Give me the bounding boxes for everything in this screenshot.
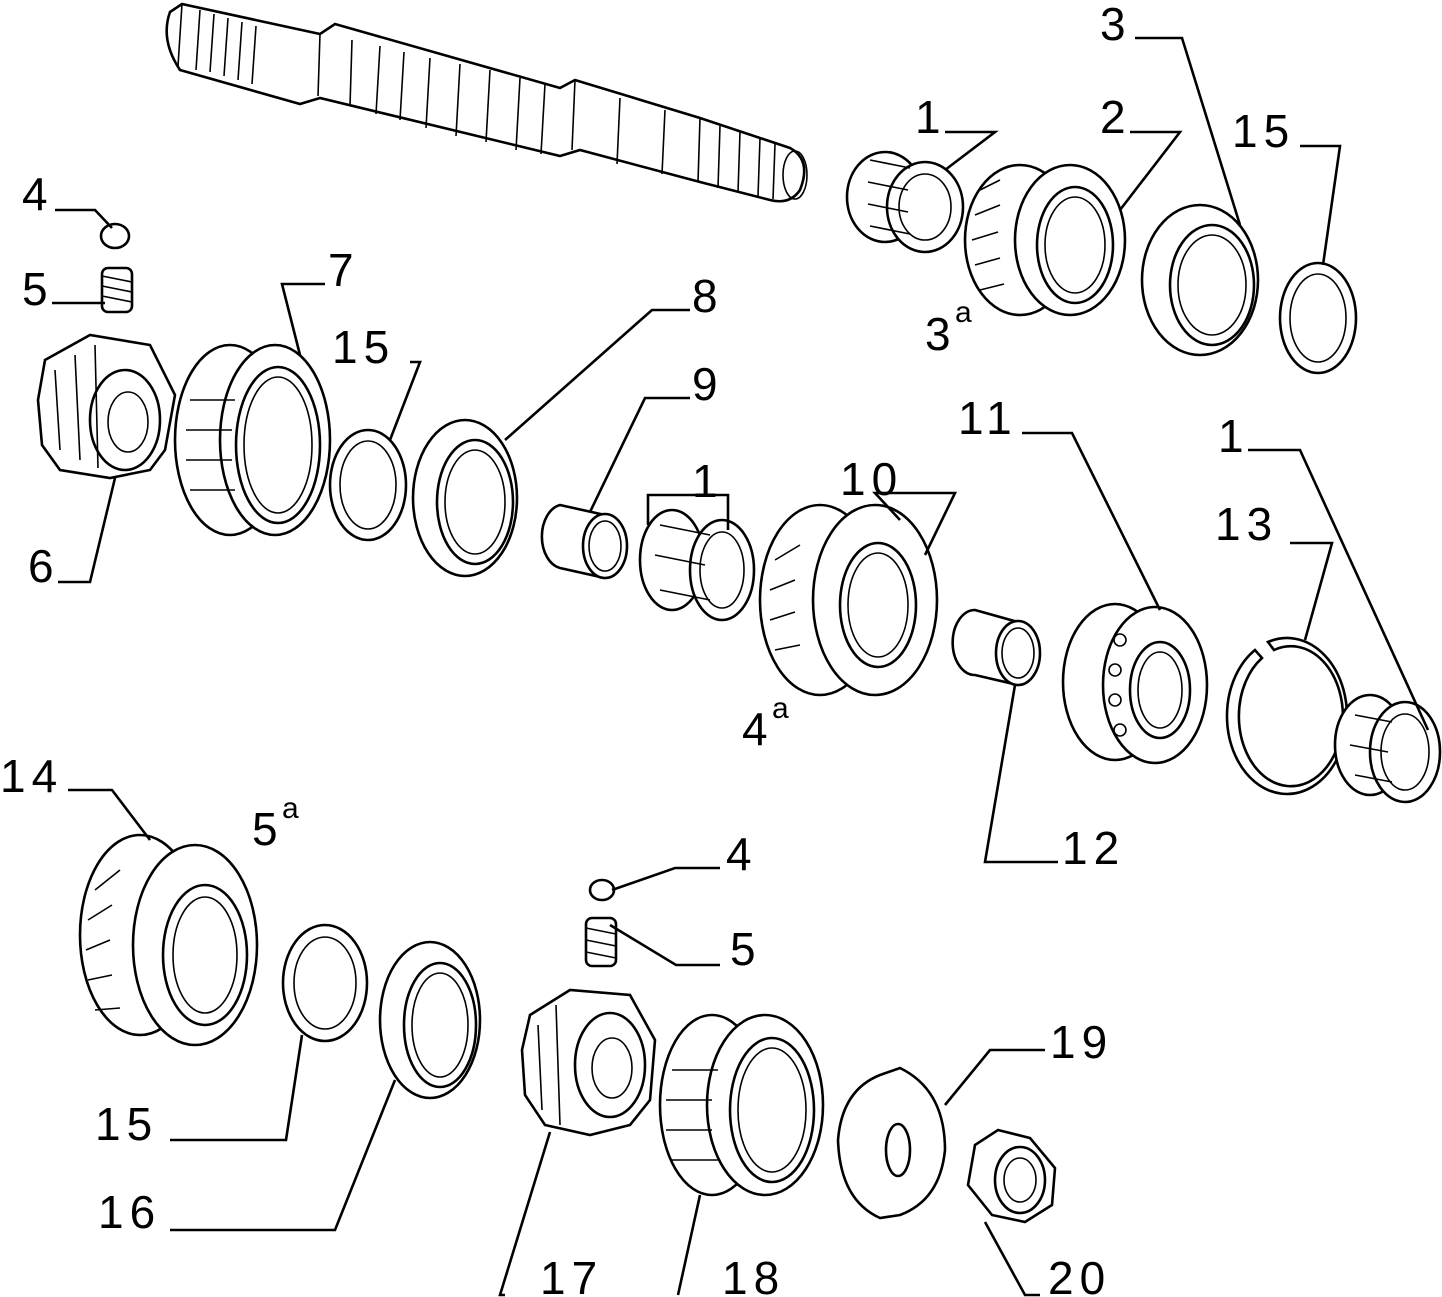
synchro-ring-16 [378,940,482,1100]
callout-5a: 5 [22,263,54,315]
synchro-hub-17 [520,988,657,1137]
callout-11: 11 [958,392,1018,444]
synchro-hub-6 [36,333,177,480]
callout-1a: 1 [915,91,947,143]
callout-16: 16 [98,1186,161,1238]
thrust-washer-19 [836,1066,947,1220]
callout-4a: 4 [22,168,54,220]
callout-12: 12 [1062,822,1125,874]
callout-10: 10 [840,453,903,505]
callout-9: 9 [692,358,724,410]
callout-labels: 1 2 3 15 3 a 4 5 6 7 15 8 9 1 10 4 a 11 … [0,0,1295,1297]
callout-1c: 1 [1218,410,1250,462]
callout-20: 20 [1048,1252,1111,1297]
plunger-4b [588,878,616,902]
callout-18: 18 [722,1252,785,1297]
gear-3rd [963,163,1127,317]
snap-ring-13 [1225,636,1349,796]
callout-15c: 15 [95,1098,158,1150]
spacer-bush-12 [951,608,1042,687]
spring-5a [100,266,134,314]
gear-5th [78,833,259,1047]
retaining-ring-15a [1278,261,1358,375]
output-shaft [165,2,808,203]
callout-15b: 15 [332,321,395,373]
callout-2: 2 [1100,91,1132,143]
callout-19: 19 [1050,1016,1113,1068]
bearing-11 [1061,602,1209,765]
callout-15a: 15 [1232,105,1295,157]
callout-17: 17 [540,1252,603,1297]
leader-lines [52,36,1430,1297]
callout-13: 13 [1215,498,1278,550]
callout-5b: 5 [730,923,762,975]
callout-8: 8 [692,270,724,322]
callout-6: 6 [28,540,60,592]
callout-4th-sup: a [772,692,789,725]
gear-4th [758,503,939,697]
synchro-ring-8 [411,418,519,578]
callout-14: 14 [0,750,63,802]
synchro-ring-3 [1140,203,1260,357]
callout-3: 3 [1100,0,1132,50]
needle-bearing-1b [638,508,756,622]
callout-3rd: 3 [925,308,957,360]
callout-7: 7 [328,244,360,296]
callout-5th-sup: a [282,792,299,825]
callout-3rd-sup: a [955,296,972,329]
callout-4th: 4 [742,703,774,755]
callout-1b: 1 [692,455,724,507]
retaining-ring-15c [281,923,369,1043]
sliding-sleeve-7 [173,343,332,537]
retaining-ring-15b [328,428,408,542]
plunger-4a [99,222,131,250]
needle-bearing-1a [845,150,965,254]
callout-4b: 4 [726,828,758,880]
lock-nut-20 [966,1128,1057,1224]
spacer-bush-9 [540,503,629,580]
sliding-sleeve-18 [658,1013,825,1197]
spring-5b [584,916,618,968]
callout-5th: 5 [252,803,284,855]
needle-bearing-1c [1333,693,1442,804]
